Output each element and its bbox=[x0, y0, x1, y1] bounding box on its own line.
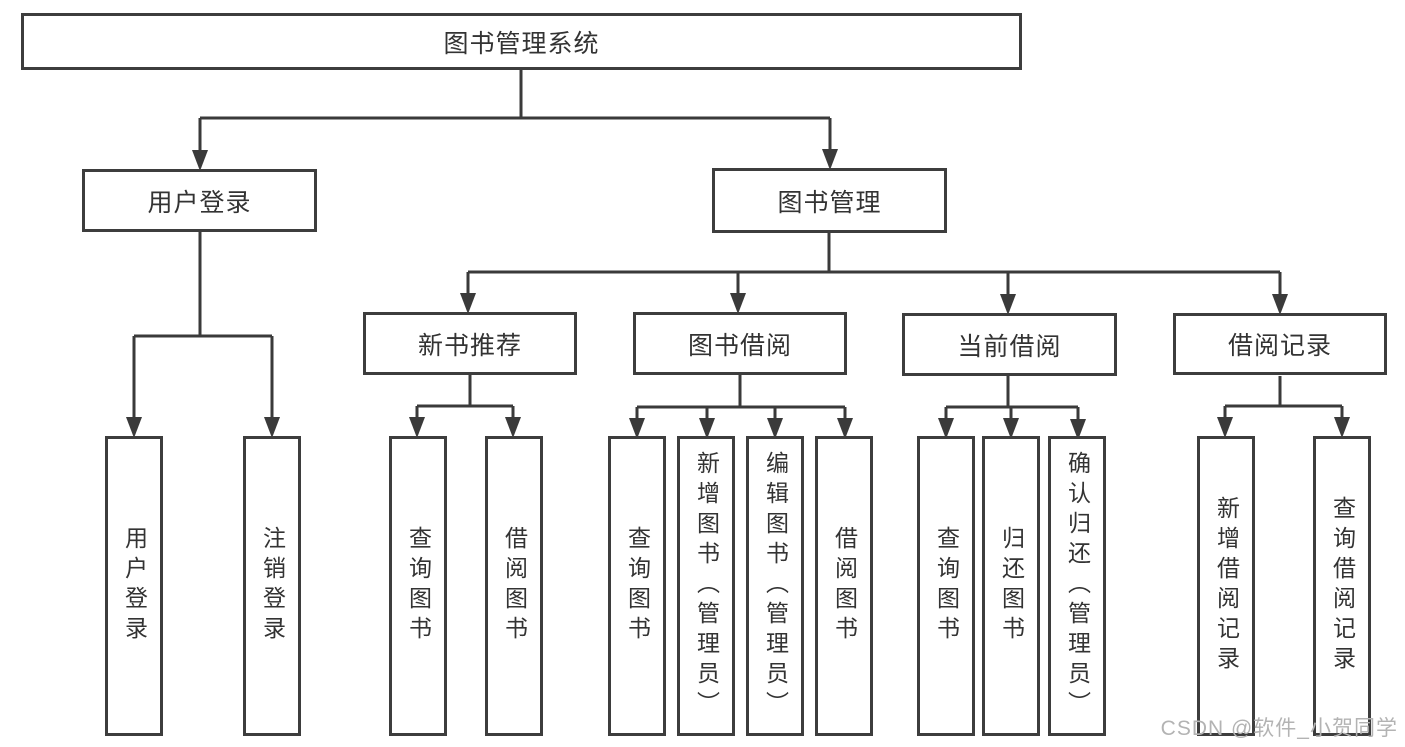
leaf-query-books-current: 查询图书 bbox=[917, 436, 975, 736]
leaf-return-books: 归还图书 bbox=[982, 436, 1040, 736]
csdn-watermark: CSDN @软件_小贺同学 bbox=[1160, 717, 1398, 740]
node-book-management: 图书管理 bbox=[712, 168, 947, 233]
node-current-borrow: 当前借阅 bbox=[902, 313, 1117, 376]
node-new-book-recommend: 新书推荐 bbox=[363, 312, 577, 375]
node-root-label: 图书管理系统 bbox=[443, 29, 600, 58]
node-root-system: 图书管理系统 bbox=[21, 13, 1022, 70]
node-user-login: 用户登录 bbox=[82, 169, 317, 232]
leaf-query-books-recommend: 查询图书 bbox=[389, 436, 447, 736]
leaf-edit-books-admin: 编辑图书（管理员） bbox=[746, 436, 804, 736]
leaf-confirm-return-admin: 确认归还（管理员） bbox=[1048, 436, 1106, 736]
node-borrow-records-label: 借阅记录 bbox=[1227, 332, 1332, 360]
node-user-login-label: 用户登录 bbox=[147, 188, 252, 217]
node-book-borrow: 图书借阅 bbox=[633, 312, 847, 375]
node-book-borrow-label: 图书借阅 bbox=[687, 331, 792, 360]
leaf-borrow-books: 借阅图书 bbox=[815, 436, 873, 736]
leaf-query-borrow-record: 查询借阅记录 bbox=[1313, 436, 1371, 736]
node-new-book-recommend-label: 新书推荐 bbox=[417, 331, 522, 360]
arrowheads bbox=[126, 149, 1350, 440]
leaf-logout: 注销登录 bbox=[243, 436, 301, 736]
leaf-borrow-books-recommend: 借阅图书 bbox=[485, 436, 543, 736]
leaf-add-borrow-record: 新增借阅记录 bbox=[1197, 436, 1255, 736]
node-current-borrow-label: 当前借阅 bbox=[957, 332, 1062, 361]
leaf-query-books-borrow: 查询图书 bbox=[608, 436, 666, 736]
node-borrow-records: 借阅记录 bbox=[1173, 313, 1387, 375]
leaf-user-login: 用户登录 bbox=[105, 436, 163, 736]
leaf-add-books-admin: 新增图书（管理员） bbox=[677, 436, 735, 736]
node-book-management-label: 图书管理 bbox=[777, 188, 882, 217]
